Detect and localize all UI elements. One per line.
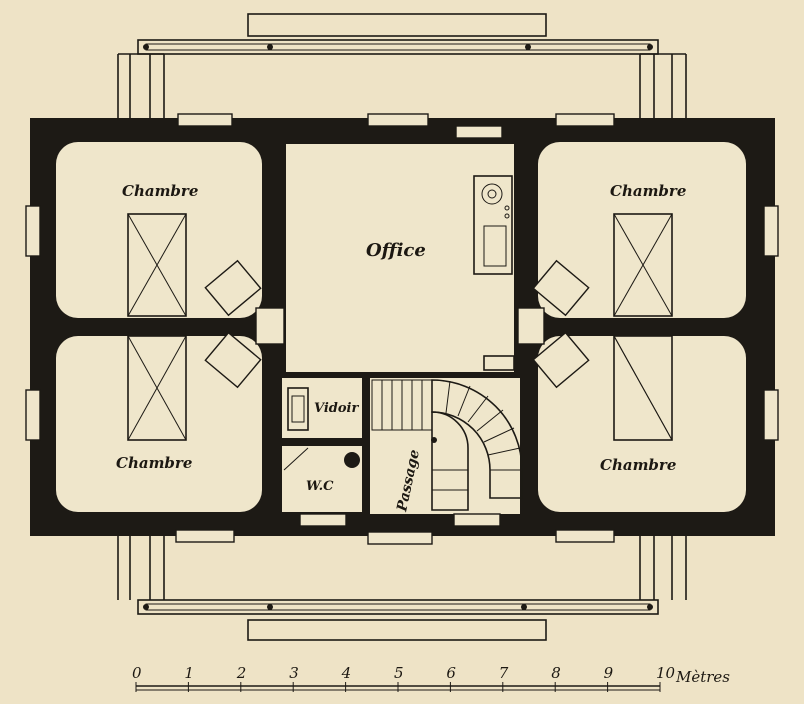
scale-unit: Mètres <box>675 668 730 686</box>
terrace-bottom <box>117 536 687 641</box>
bed-bottom-left <box>127 335 187 441</box>
room-label-chambre-bottom-right: Chambre <box>600 456 676 474</box>
scale-tick-label: 5 <box>394 664 404 682</box>
door-swings <box>204 259 590 389</box>
beds <box>127 213 673 441</box>
room-label-office: Office <box>366 240 426 261</box>
wc-fixture <box>283 447 360 471</box>
scale-bar: Mètres 0 1 2 3 4 5 6 7 8 9 10 <box>132 664 730 692</box>
room-label-wc: W.C <box>306 479 334 494</box>
bed-bottom-right <box>613 335 673 441</box>
scale-tick-label: 2 <box>236 664 247 682</box>
vidoir-fixture <box>287 387 309 431</box>
scale-tick-label: 3 <box>289 664 299 682</box>
scale-tick-label: 0 <box>132 664 142 682</box>
room-label-chambre-bottom-left: Chambre <box>116 454 192 472</box>
spiral-staircase <box>431 379 523 511</box>
stair-treads <box>371 379 433 431</box>
bed-top-right <box>613 213 673 317</box>
scale-tick-label: 9 <box>604 664 614 682</box>
scale-tick-label: 7 <box>499 664 509 682</box>
room-label-chambre-top-right: Chambre <box>610 182 686 200</box>
bed-top-left <box>127 213 187 317</box>
room-shapes <box>56 142 746 514</box>
scale-tick-label: 4 <box>341 664 352 682</box>
scale-tick-label: 10 <box>656 664 676 682</box>
scale-tick-label: 1 <box>184 664 194 682</box>
room-label-vidoir: Vidoir <box>314 401 359 416</box>
sink <box>483 355 515 371</box>
scale-tick-label: 8 <box>551 664 561 682</box>
terrace-top <box>117 13 687 118</box>
scale-tick-label: 6 <box>446 664 456 682</box>
room-label-chambre-top-left: Chambre <box>122 182 198 200</box>
windows <box>25 113 779 545</box>
stove <box>473 175 513 275</box>
